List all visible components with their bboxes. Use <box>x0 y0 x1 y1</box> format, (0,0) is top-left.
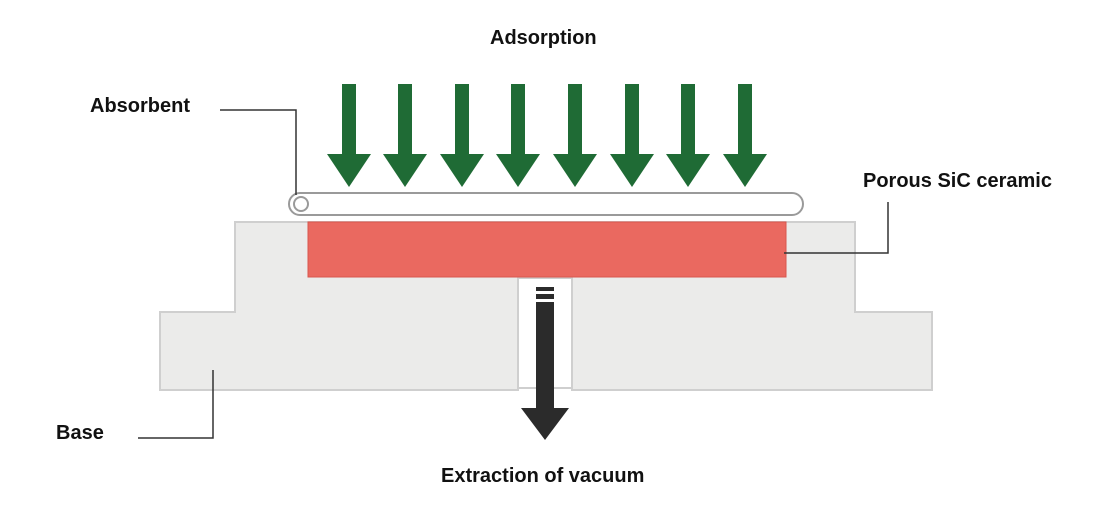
porous-sic-ceramic-label: Porous SiC ceramic <box>863 170 1052 192</box>
adsorption-arrows <box>327 84 767 187</box>
arrow-down-icon <box>383 84 427 187</box>
adsorption-label: Adsorption <box>490 27 597 49</box>
base-label: Base <box>56 422 104 444</box>
arrow-down-icon <box>666 84 710 187</box>
porous-ceramic-leader-line <box>784 202 889 254</box>
arrow-down-icon <box>496 84 540 187</box>
base-leader-line <box>138 370 214 439</box>
porous-sic-ceramic-plate <box>307 221 787 278</box>
arrow-down-icon <box>327 84 371 187</box>
absorbent-label: Absorbent <box>90 95 190 117</box>
arrow-down-icon <box>610 84 654 187</box>
absorbent-sheet <box>288 192 804 216</box>
arrow-down-icon <box>440 84 484 187</box>
absorbent-roll-end <box>293 196 309 212</box>
absorbent-leader-line <box>220 109 297 195</box>
arrow-down-icon <box>723 84 767 187</box>
extraction-of-vacuum-label: Extraction of vacuum <box>441 465 645 487</box>
arrow-down-icon <box>521 287 569 440</box>
arrow-down-icon <box>553 84 597 187</box>
